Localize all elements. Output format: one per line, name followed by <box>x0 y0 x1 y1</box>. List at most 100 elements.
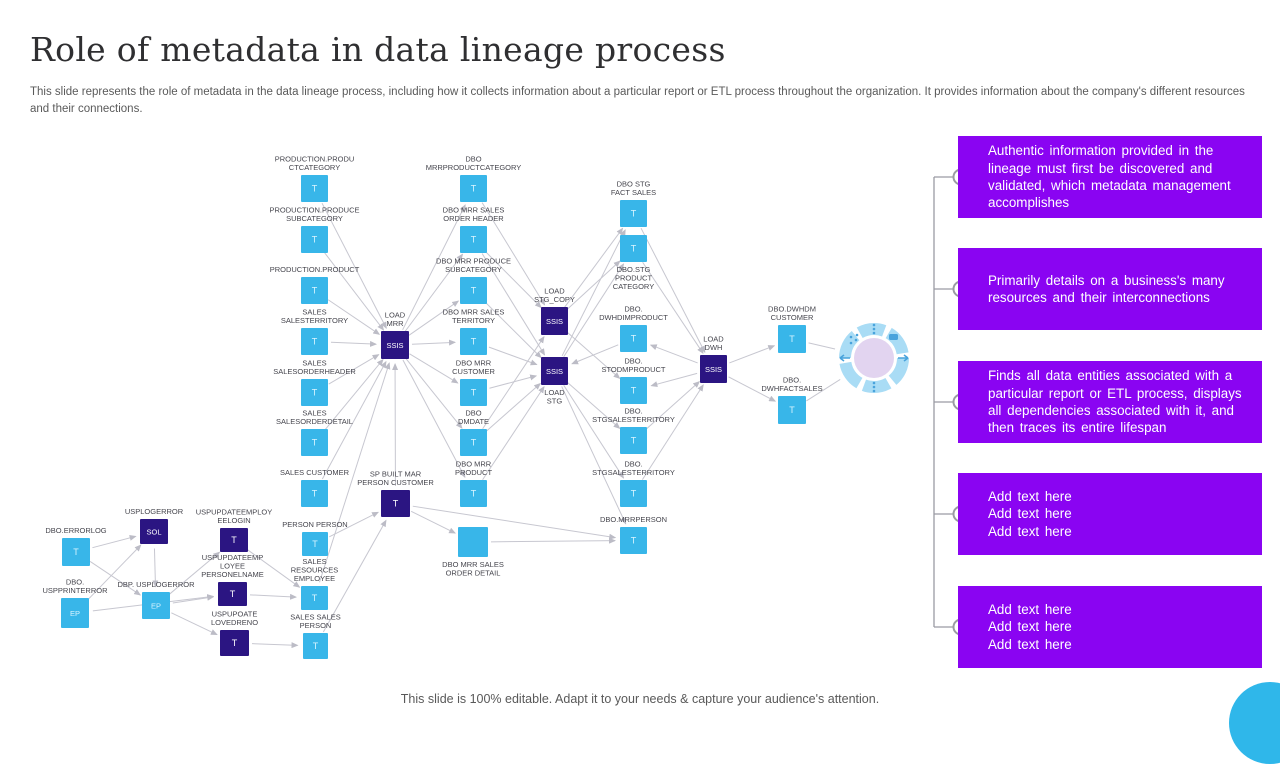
node-badge-H3: SSIS <box>546 317 563 326</box>
node-badge-H4: SSIS <box>546 367 563 376</box>
node-badge-B6: T <box>471 438 477 448</box>
node-label-A4: SALESTERRITORY <box>281 316 348 325</box>
node-badge-A6: T <box>312 438 318 448</box>
node-label-B7: PRODUCT <box>455 468 493 477</box>
node-layer: TPRODUCTION.PRODUCTCATEGORYTPRODUCTION.P… <box>42 154 822 659</box>
hub-glyph-dot <box>873 382 876 385</box>
node-label-L1: DBO.ERRORLOG <box>45 526 106 535</box>
bracket-node-circle-2 <box>954 282 969 297</box>
node-badge-B5: T <box>471 388 477 398</box>
node-label-B5: CUSTOMER <box>452 367 495 376</box>
node-label-H5: DWH <box>705 343 723 352</box>
edge-H5-D1 <box>729 346 774 363</box>
edge-H1-B4 <box>412 342 455 344</box>
node-label-C4: STODMPRODUCT <box>601 365 665 374</box>
node-badge-A8: T <box>312 539 318 549</box>
hub-glyph-dot <box>873 332 876 335</box>
node-badge-A4: T <box>312 337 318 347</box>
edge-D1-HUB <box>809 343 835 349</box>
edge-H1-B5 <box>410 354 458 383</box>
edge-H4-C1 <box>562 230 625 356</box>
node-label-D1: CUSTOMER <box>771 313 814 322</box>
edge-H4-C7 <box>562 386 626 523</box>
node-badge-A3: T <box>312 286 318 296</box>
hub-glyph-dot <box>855 339 858 342</box>
node-label-C6: STGSALESTERRITORY <box>592 468 675 477</box>
edge-A4-H1 <box>331 342 376 344</box>
hub-glyph-dot <box>873 386 876 389</box>
hub-glyph-dot <box>873 328 876 331</box>
node-badge-L2: SOL <box>146 528 161 537</box>
node-badge-L3: T <box>231 535 237 545</box>
node-badge-A5: T <box>312 388 318 398</box>
edge-B8-C7 <box>491 541 615 542</box>
table-node-B8 <box>458 527 488 557</box>
edge-L7-A10 <box>252 644 298 646</box>
edge-L5-L6 <box>173 597 213 603</box>
node-label-L3: EELOGIN <box>217 516 250 525</box>
node-label-L4: USPPRINTERROR <box>42 586 108 595</box>
node-label-H3: STG_COPY <box>534 295 575 304</box>
node-badge-L5: EP <box>151 602 161 611</box>
node-badge-A7: T <box>312 489 318 499</box>
node-badge-H5: SSIS <box>705 365 722 374</box>
edge-L6-A9 <box>250 595 296 597</box>
edge-H2-C7 <box>413 506 615 537</box>
node-badge-C4: T <box>631 386 637 396</box>
slide: Role of metadata in data lineage process… <box>0 0 1280 720</box>
node-label-A5: SALESORDERHEADER <box>273 367 356 376</box>
node-label-L2: USPLOGERROR <box>125 507 184 516</box>
node-badge-H2: T <box>393 499 399 509</box>
data-lineage-diagram: TPRODUCTION.PRODUCTCATEGORYTPRODUCTION.P… <box>0 0 1280 720</box>
node-label-C3: DWHDIMPRODUCT <box>599 313 668 322</box>
edge-H5-C3 <box>651 345 698 363</box>
node-badge-B1: T <box>471 184 477 194</box>
node-label-D2: DWHFACTSALES <box>761 384 822 393</box>
node-label-C2: CATEGORY <box>613 282 654 291</box>
bracket-node-circle-1 <box>954 170 969 185</box>
node-label-B1: MRRPRODUCTCATEGORY <box>426 163 522 172</box>
node-badge-C2: T <box>631 244 637 254</box>
edge-H4-C6 <box>564 385 624 478</box>
node-badge-B4: T <box>471 337 477 347</box>
node-badge-L4: EP <box>70 609 80 618</box>
edge-B4-H4 <box>489 347 537 364</box>
node-badge-A9: T <box>312 593 318 603</box>
node-label-A3: PRODUCTION.PRODUCT <box>270 265 360 274</box>
node-badge-A1: T <box>312 184 318 194</box>
node-badge-D2: T <box>789 405 795 415</box>
edge-B6-H4 <box>486 384 540 432</box>
callout-bracket <box>934 170 969 635</box>
node-label-L7: LOVEDRENO <box>211 618 258 627</box>
node-label-B4: TERRITORY <box>452 316 495 325</box>
hub-glyph-dot <box>856 334 859 337</box>
hub-glyph-dot <box>850 342 853 345</box>
edge-B7-H4 <box>483 387 544 480</box>
bracket-node-circle-5 <box>954 620 969 635</box>
hub-glyph-dot <box>873 390 876 393</box>
footer-note: This slide is 100% editable. Adapt it to… <box>0 692 1280 706</box>
node-badge-B7: T <box>471 489 477 499</box>
metadata-hub-icon <box>839 323 909 393</box>
edge-B5-H4 <box>489 376 536 388</box>
node-badge-L7: T <box>232 638 238 648</box>
node-label-C7: DBO.MRRPERSON <box>600 515 667 524</box>
node-badge-L6: T <box>230 589 236 599</box>
hub-glyph-dot <box>850 336 853 339</box>
edge-C3-H4 <box>572 345 618 364</box>
node-label-H4: STG <box>547 397 563 406</box>
node-label-H2: PERSON CUSTOMER <box>357 478 434 487</box>
node-badge-A10: T <box>313 641 319 651</box>
edge-B6-H3 <box>483 337 544 429</box>
node-label-B3: SUBCATEGORY <box>445 265 502 274</box>
node-badge-L1: T <box>73 547 79 557</box>
node-label-L6: PERSONELNAME <box>201 570 264 579</box>
node-label-B2: ORDER HEADER <box>443 214 504 223</box>
node-label-C1: FACT SALES <box>611 188 656 197</box>
node-label-B8: ORDER DETAIL <box>446 569 501 578</box>
node-badge-A2: T <box>312 235 318 245</box>
node-badge-C7: T <box>631 536 637 546</box>
node-label-A1: CTCATEGORY <box>289 163 340 172</box>
edge-H2-B8 <box>411 511 455 533</box>
hub-center <box>854 338 894 378</box>
